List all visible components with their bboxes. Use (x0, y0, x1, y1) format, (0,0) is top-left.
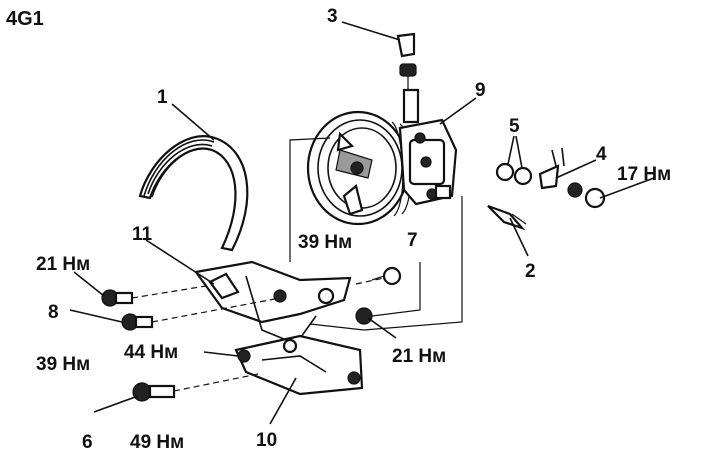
pump-bracket (194, 260, 352, 345)
leader-lines (69, 21, 655, 425)
pump-body (398, 118, 458, 206)
callout-2: 2 (525, 261, 536, 282)
engine-code-title: 4G1 (6, 8, 44, 30)
torque-21-center: 21 Нм (392, 346, 446, 367)
bolt-7 (371, 266, 402, 286)
callout-8: 8 (48, 302, 59, 323)
torque-49: 49 Нм (130, 432, 184, 453)
torque-44: 44 Нм (124, 342, 178, 363)
pump-pulley (306, 110, 412, 226)
callout-11: 11 (132, 224, 153, 245)
torque-39-left: 39 Нм (36, 354, 90, 375)
alignment-lines (131, 137, 463, 392)
bolt-upper-left (101, 289, 134, 307)
callout-5: 5 (509, 116, 520, 137)
reservoir-fitting (396, 32, 420, 124)
bolt-21-center (355, 307, 373, 325)
callout-4: 4 (596, 144, 607, 165)
bolt-8 (121, 313, 154, 331)
pressure-fittings (495, 147, 606, 209)
suction-hose-fitting (487, 204, 527, 231)
torque-39-center: 39 Нм (298, 232, 352, 253)
torque-17: 17 Нм (617, 164, 671, 185)
torque-21-left: 21 Нм (36, 254, 90, 275)
lower-bracket (234, 334, 364, 396)
drive-belt (138, 135, 249, 252)
callout-7: 7 (407, 230, 418, 251)
callout-1: 1 (157, 87, 168, 108)
bolt-6 (132, 382, 176, 402)
callout-9: 9 (475, 80, 486, 101)
callout-3: 3 (327, 6, 338, 27)
callout-6: 6 (82, 432, 93, 453)
callout-10: 10 (256, 430, 277, 451)
